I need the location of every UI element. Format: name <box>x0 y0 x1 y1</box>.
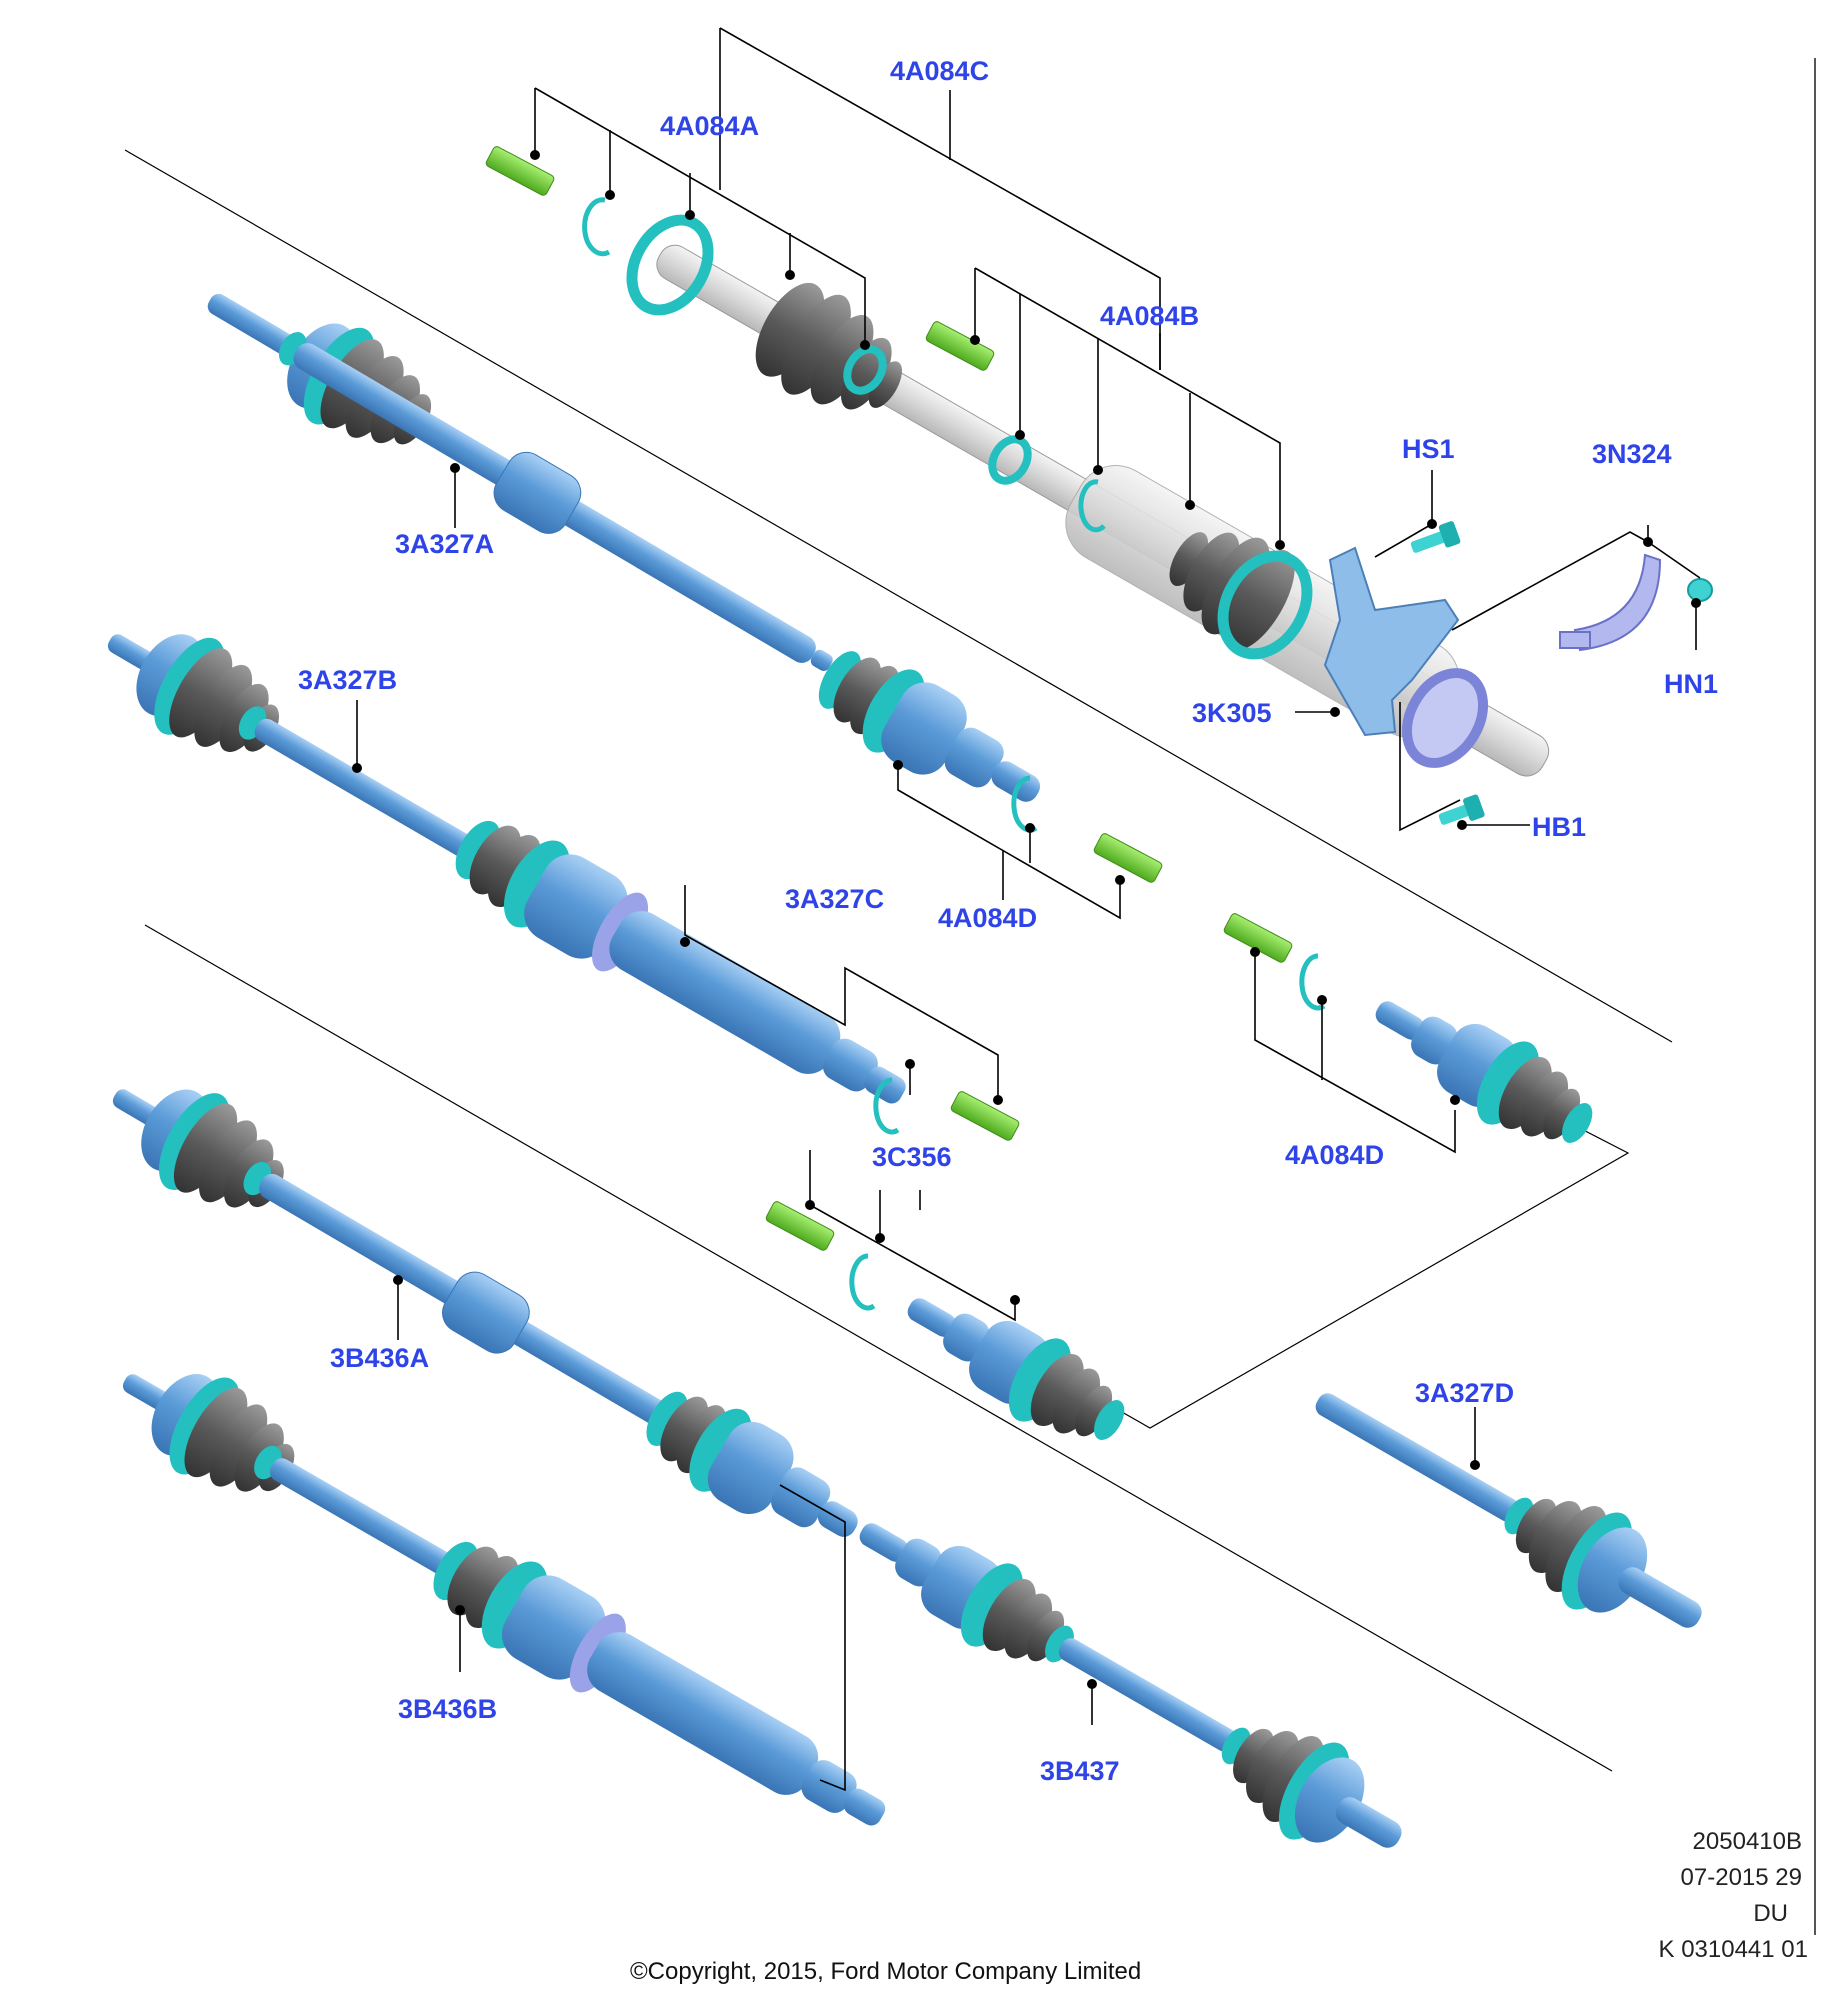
callout-3a327d[interactable]: 3A327D <box>1415 1378 1514 1408</box>
kit-3c356 <box>765 1201 1125 1440</box>
shaft-3a327a <box>207 293 833 671</box>
separator-line <box>124 149 1673 1043</box>
inner-joint-3a327a <box>818 651 1041 802</box>
copyright-notice: ©Copyright, 2015, Ford Motor Company Lim… <box>630 1958 1142 1985</box>
callout-3k305[interactable]: 3K305 <box>1192 698 1272 728</box>
drawing-ref: K 0310441 01 <box>1658 1936 1808 1963</box>
callout-hs1[interactable]: HS1 <box>1402 434 1455 464</box>
shaft-3b436b <box>122 1374 886 1826</box>
shaft-3b437 <box>859 1523 1402 1848</box>
leader-dots <box>352 150 1701 1689</box>
drawing-date: 07-2015 29 <box>1680 1864 1802 1891</box>
top-driveshaft-assembly <box>485 146 1713 825</box>
callout-3b436a[interactable]: 3B436A <box>330 1343 429 1373</box>
callout-4a084b[interactable]: 4A084B <box>1100 301 1199 331</box>
separator-line <box>144 924 1613 1772</box>
callout-hb1[interactable]: HB1 <box>1532 812 1586 842</box>
kit-4a084d-middle <box>1011 775 1593 1143</box>
drawing-code: 2050410B <box>1692 1828 1802 1855</box>
shaft-3b436a <box>112 1089 858 1537</box>
callout-4a084a[interactable]: 4A084A <box>660 111 759 141</box>
callout-4a084d-middle[interactable]: 4A084D <box>938 903 1037 933</box>
callout-3b436b[interactable]: 3B436B <box>398 1694 497 1724</box>
callout-4a084c[interactable]: 4A084C <box>890 56 989 86</box>
leader-lines <box>356 27 1701 1792</box>
callout-3a327c[interactable]: 3A327C <box>785 884 884 914</box>
callout-3n324[interactable]: 3N324 <box>1592 439 1672 469</box>
part-callouts: 4A084C 4A084A 4A084B HS1 3N324 HN1 3K305… <box>298 56 1718 1786</box>
shaft-3a327d <box>1315 1393 1702 1628</box>
callout-3c356[interactable]: 3C356 <box>872 1142 952 1172</box>
shaft-3a327b <box>107 634 553 902</box>
callout-4a084d-right[interactable]: 4A084D <box>1285 1140 1384 1170</box>
shaft-3a327c <box>455 820 1020 1141</box>
callout-3a327a[interactable]: 3A327A <box>395 529 494 559</box>
callout-3b437[interactable]: 3B437 <box>1040 1756 1120 1786</box>
drawing-region: DU <box>1753 1900 1788 1927</box>
callout-3a327b[interactable]: 3A327B <box>298 665 397 695</box>
callout-hn1[interactable]: HN1 <box>1664 669 1718 699</box>
